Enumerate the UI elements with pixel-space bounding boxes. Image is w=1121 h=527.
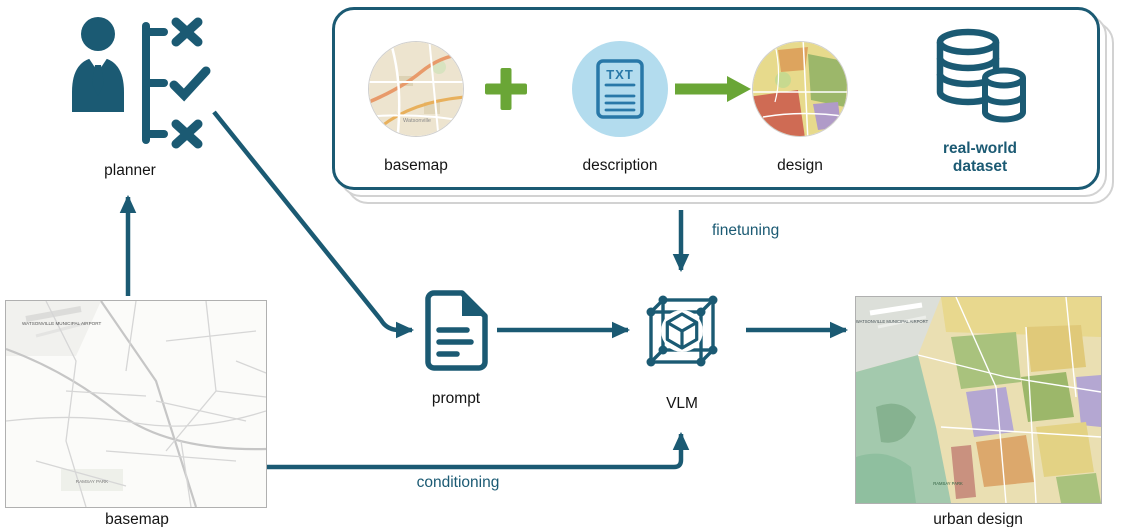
basemap-image: WATSONVILLE MUNICIPAL AIRPORT RAMSAY PAR… <box>5 300 267 508</box>
basemap-park-text: RAMSAY PARK <box>76 479 109 484</box>
card-basemap-label: basemap <box>384 157 448 174</box>
basemap-airport-text: WATSONVILLE MUNICIPAL AIRPORT <box>22 321 101 326</box>
conditioning-label: conditioning <box>416 474 500 491</box>
plus-icon <box>485 68 527 110</box>
card-description-circle: TXT <box>572 41 668 137</box>
check-mark-icon <box>169 66 211 102</box>
arrow-conditioning <box>267 431 690 470</box>
txt-document-text: TXT <box>606 67 634 82</box>
dataset-label: real-world dataset <box>905 140 1055 177</box>
green-arrow-icon <box>675 76 751 102</box>
dataset-label-line1: real-world <box>942 140 1018 157</box>
prompt-label: prompt <box>431 390 481 407</box>
card-design-image <box>752 41 848 137</box>
urban-design-image: WATSONVILLE MUNICIPAL AIRPORT RAMSAY PAR… <box>855 296 1102 504</box>
urban-design-label: urban design <box>933 511 1023 527</box>
card-basemap-image: Watsonville <box>368 41 464 137</box>
card-design-label: design <box>777 157 823 174</box>
planner-label: planner <box>104 162 156 179</box>
urban-design-park-text: RAMSAY PARK <box>933 481 963 486</box>
txt-document-icon: TXT <box>596 59 644 119</box>
database-icon <box>936 28 1026 123</box>
dataset-label-line2: dataset <box>952 158 1008 176</box>
urban-design-airport-text: WATSONVILLE MUNICIPAL AIRPORT <box>856 319 929 324</box>
finetuning-label: finetuning <box>712 222 780 239</box>
vlm-label: VLM <box>666 395 698 412</box>
card-description-label: description <box>582 157 658 174</box>
planner-icon <box>72 17 211 149</box>
real-world-dataset-card: Watsonville basemap TXT description <box>332 7 1100 190</box>
basemap-label: basemap <box>105 511 169 527</box>
vlm-icon <box>646 295 718 367</box>
prompt-document-icon <box>425 290 488 371</box>
card-basemap-city-text: Watsonville <box>403 118 431 124</box>
